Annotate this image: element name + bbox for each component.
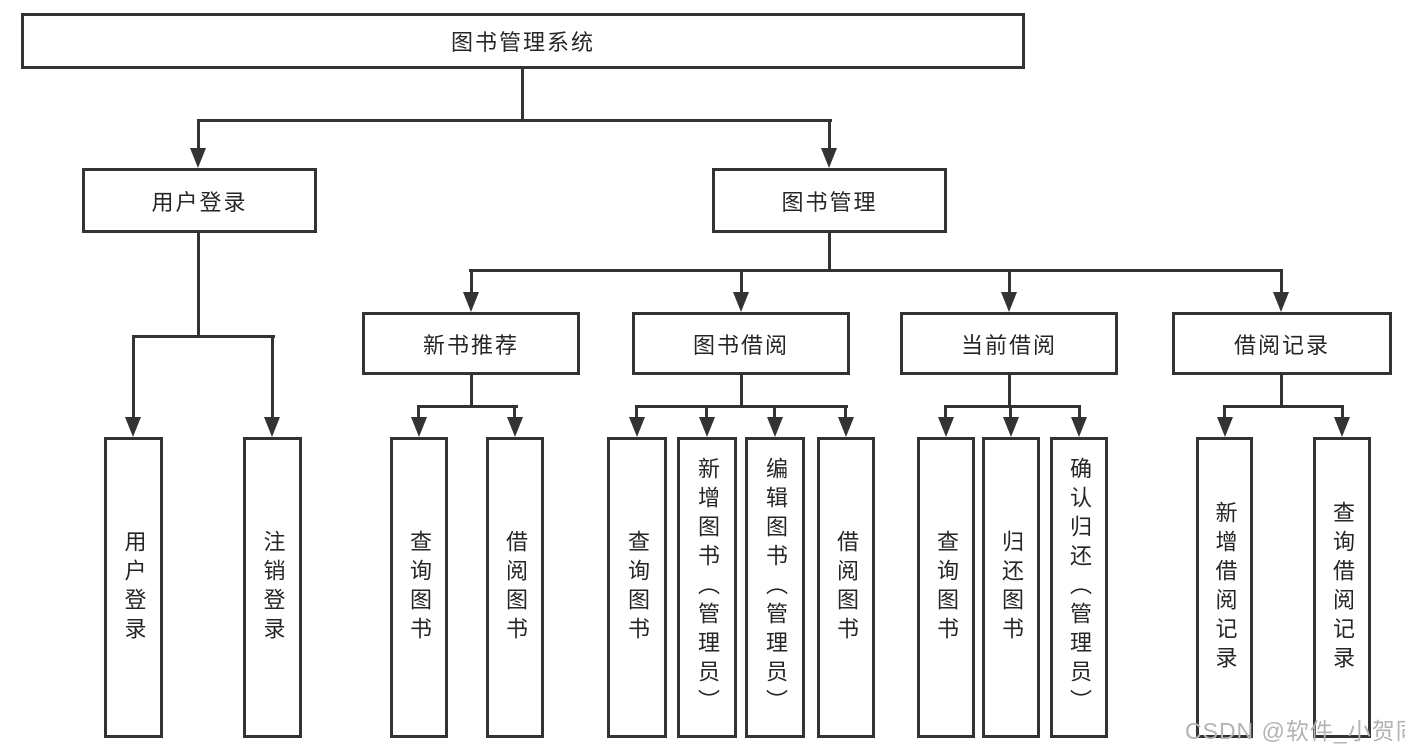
connector-line [470, 269, 473, 294]
leaf-add-borrow-record: 新增借阅记录 [1196, 437, 1253, 738]
node-label: 归还图书 [999, 529, 1024, 646]
connector-line [513, 405, 516, 419]
arrowhead-icon [821, 148, 837, 168]
csdn-watermark: CSDN @软件_小贺同学 [1185, 718, 1405, 744]
arrowhead-icon [629, 417, 645, 437]
connector-line [521, 69, 524, 122]
connector-line [469, 269, 1283, 272]
node-label: 查询借阅记录 [1330, 500, 1355, 675]
connector-line [705, 405, 708, 419]
arrowhead-icon [1003, 417, 1019, 437]
node-label: 借阅图书 [503, 529, 528, 646]
leaf-borrow-books-2: 借阅图书 [817, 437, 875, 738]
arrowhead-icon [733, 292, 749, 312]
leaf-logout: 注销登录 [243, 437, 302, 738]
leaf-confirm-return-admin: 确认归还（管理员） [1050, 437, 1108, 738]
node-book-management: 图书管理 [712, 168, 947, 233]
node-user-login-branch: 用户登录 [82, 168, 317, 233]
connector-line [197, 233, 200, 338]
connector-line [1008, 375, 1011, 408]
leaf-edit-book-admin: 编辑图书（管理员） [745, 437, 805, 738]
connector-line [844, 405, 847, 419]
node-label: 图书管理系统 [450, 30, 595, 55]
arrowhead-icon [1071, 417, 1087, 437]
node-label: 新书推荐 [422, 332, 519, 358]
leaf-add-book-admin: 新增图书（管理员） [677, 437, 737, 738]
arrowhead-icon [699, 417, 715, 437]
arrowhead-icon [767, 417, 783, 437]
connector-line [1280, 375, 1283, 408]
node-label: 编辑图书（管理员） [763, 457, 788, 718]
connector-line [740, 269, 743, 294]
arrowhead-icon [1273, 292, 1289, 312]
node-borrow-records: 借阅记录 [1172, 312, 1392, 375]
leaf-return-book: 归还图书 [982, 437, 1040, 738]
connector-line [1280, 269, 1283, 294]
connector-line [132, 335, 135, 419]
node-label: 注销登录 [260, 529, 286, 646]
node-label: 确认归还（管理员） [1067, 457, 1092, 718]
node-label: 借阅记录 [1233, 332, 1330, 358]
node-label: 新增图书（管理员） [695, 457, 720, 718]
connector-line [944, 405, 947, 419]
arrowhead-icon [1334, 417, 1350, 437]
arrowhead-icon [1217, 417, 1233, 437]
arrowhead-icon [938, 417, 954, 437]
connector-line [271, 335, 274, 419]
leaf-query-books-1: 查询图书 [390, 437, 448, 738]
connector-line [1223, 405, 1344, 408]
arrowhead-icon [838, 417, 854, 437]
arrowhead-icon [125, 417, 141, 437]
node-label: 当前借阅 [960, 332, 1057, 358]
arrowhead-icon [190, 148, 206, 168]
leaf-borrow-books-1: 借阅图书 [486, 437, 544, 738]
connector-line [944, 405, 1081, 408]
node-label: 查询图书 [625, 529, 650, 646]
connector-line [132, 335, 275, 338]
connector-line [1009, 405, 1012, 419]
node-new-book-recommend: 新书推荐 [362, 312, 580, 375]
connector-line [470, 375, 473, 408]
leaf-query-borrow-record: 查询借阅记录 [1313, 437, 1371, 738]
node-label: 图书借阅 [692, 332, 789, 358]
connector-line [740, 375, 743, 408]
leaf-query-books-2: 查询图书 [607, 437, 667, 738]
node-label: 图书管理 [781, 189, 878, 215]
connector-line [828, 233, 831, 272]
connector-line [1341, 405, 1344, 419]
connector-line [417, 405, 420, 419]
node-label: 查询图书 [407, 529, 432, 646]
connector-line [828, 119, 831, 150]
connector-line [197, 119, 832, 122]
arrowhead-icon [264, 417, 280, 437]
leaf-user-login: 用户登录 [104, 437, 163, 738]
node-label: 借阅图书 [834, 529, 859, 646]
node-label: 新增借阅记录 [1212, 500, 1238, 675]
connector-line [197, 119, 200, 150]
connector-line [1223, 405, 1226, 419]
connector-line [773, 405, 776, 419]
connector-line [417, 405, 518, 408]
leaf-query-books-3: 查询图书 [917, 437, 975, 738]
node-current-borrow: 当前借阅 [900, 312, 1118, 375]
node-label: 用户登录 [121, 529, 147, 646]
node-book-borrow: 图书借阅 [632, 312, 850, 375]
node-library-system: 图书管理系统 [21, 13, 1025, 69]
arrowhead-icon [507, 417, 523, 437]
arrowhead-icon [411, 417, 427, 437]
connector-line [1078, 405, 1081, 419]
node-label: 用户登录 [151, 189, 248, 215]
node-label: 查询图书 [934, 529, 959, 646]
connector-line [635, 405, 638, 419]
connector-line [635, 405, 848, 408]
connector-line [1008, 269, 1011, 294]
arrowhead-icon [463, 292, 479, 312]
arrowhead-icon [1001, 292, 1017, 312]
